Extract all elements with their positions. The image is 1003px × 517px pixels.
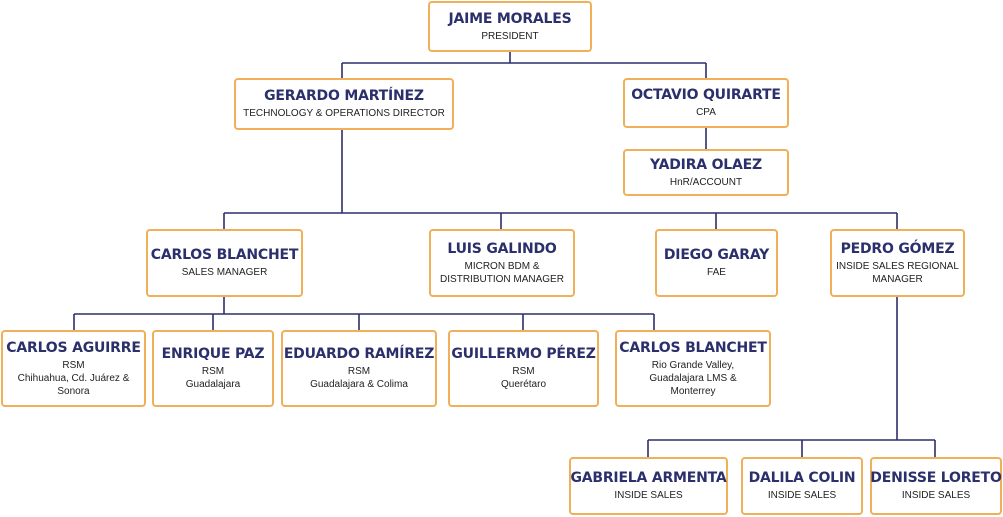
node-role: MICRON BDM &DISTRIBUTION MANAGER [440,260,564,285]
node-role: CPA [696,107,716,118]
node-role: PRESIDENT [481,30,539,42]
node-name: PEDRO GÓMEZ [840,240,955,257]
node-name: YADIRA OLAEZ [650,156,762,173]
node-diego-garay: DIEGO GARAY FAE [655,229,778,297]
node-yadira-olaez: YADIRA OLAEZ HnR/ACCOUNT [623,149,789,196]
node-name: CARLOS AGUIRRE [6,339,141,356]
node-carlos-blanchet-rsm: CARLOS BLANCHET Rio Grande Valley,Guadal… [615,330,771,407]
node-name: DIEGO GARAY [663,247,770,263]
node-role: INSIDE SALES [767,490,837,501]
node-gerardo-martinez: GERARDO MARTÍNEZ TECHNOLOGY & OPERATIONS… [234,78,454,130]
node-gabriela-armenta: GABRIELA ARMENTA INSIDE SALES [569,457,728,515]
node-dalila-colin: DALILA COLIN INSIDE SALES [741,457,863,515]
node-name: CARLOS BLANCHET [150,247,299,263]
node-role: TECHNOLOGY & OPERATIONS DIRECTOR [243,108,445,119]
node-name: GABRIELA ARMENTA [570,470,727,486]
node-octavio-quirarte: OCTAVIO QUIRARTE CPA [623,78,789,128]
node-role: INSIDE SALES [901,490,971,501]
node-role: HnR/ACCOUNT [669,176,743,188]
node-name: CARLOS BLANCHET [619,339,767,356]
node-role: FAE [707,267,726,278]
node-role: Rio Grande Valley,Guadalajara LMS &Monte… [649,359,737,397]
node-name: DENISSE LORETO [870,470,1002,486]
node-name: OCTAVIO QUIRARTE [631,87,781,103]
node-carlos-blanchet-manager: CARLOS BLANCHET SALES MANAGER [146,229,303,297]
node-name: ENRIQUE PAZ [161,346,265,362]
node-name: GERARDO MARTÍNEZ [264,88,424,104]
node-name: LUIS GALINDO [447,240,557,257]
node-jaime-morales: JAIME MORALES PRESIDENT [428,1,592,52]
node-role: INSIDE SALES [614,490,683,501]
node-role: SALES MANAGER [181,267,268,278]
node-denisse-loreto: DENISSE LORETO INSIDE SALES [870,457,1002,515]
node-name: DALILA COLIN [748,470,856,486]
node-name: EDUARDO RAMÍREZ [283,346,435,362]
node-luis-galindo: LUIS GALINDO MICRON BDM &DISTRIBUTION MA… [429,229,575,297]
node-name: GUILLERMO PÉREZ [451,346,596,362]
node-name: JAIME MORALES [448,10,572,27]
